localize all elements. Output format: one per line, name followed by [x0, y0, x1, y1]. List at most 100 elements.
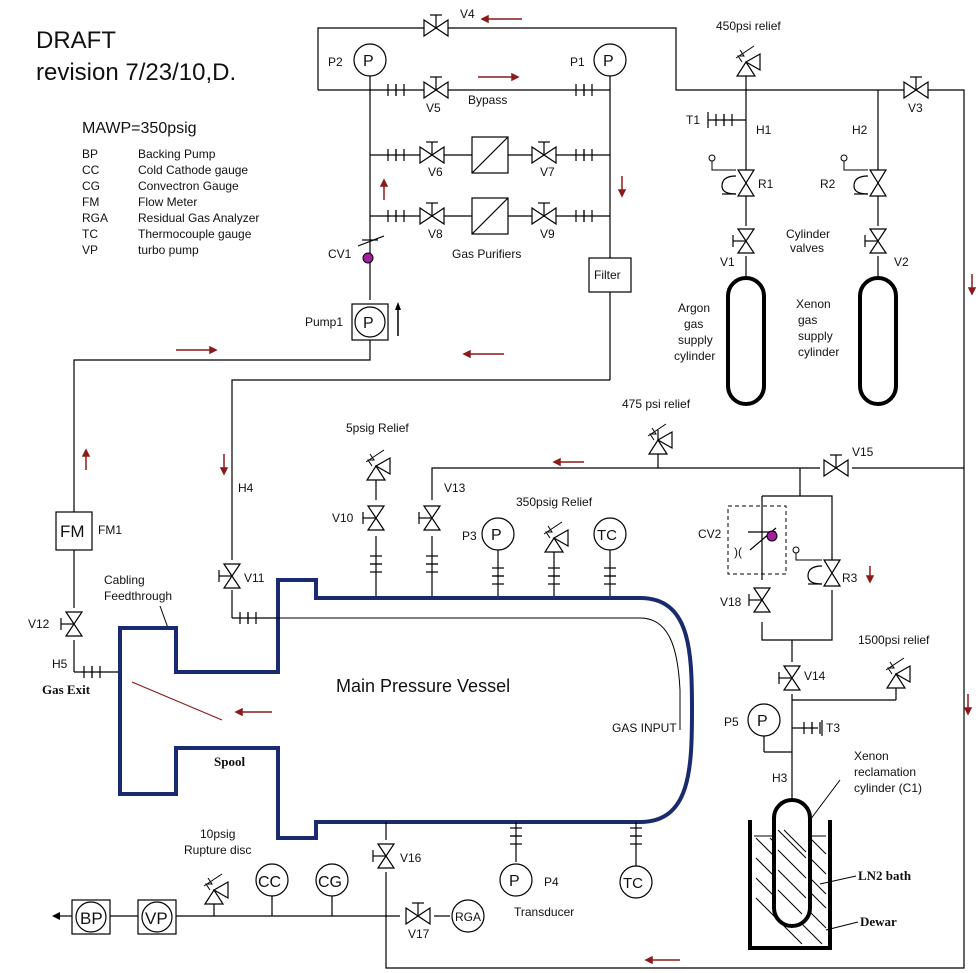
v8-label: V8 [428, 227, 443, 241]
v12-label: V12 [28, 617, 50, 631]
draft-title: DRAFT [36, 27, 116, 54]
p1-symbol: P [603, 53, 614, 70]
xenon-recl-label: Xenon [854, 749, 889, 763]
regulator-r1 [708, 154, 756, 197]
v7-label: V7 [540, 165, 555, 179]
relief450-label: 450psi relief [716, 19, 781, 33]
valve-v10 [362, 505, 385, 531]
spool-label: Spool [214, 754, 245, 769]
filter [588, 257, 632, 293]
v18-label: V18 [720, 595, 742, 609]
legend-desc: Convectron Gauge [138, 179, 239, 193]
xenon-label: gas [798, 313, 817, 327]
valve-v14 [778, 665, 801, 691]
xenon-label: supply [798, 329, 833, 343]
p2-label: P2 [328, 55, 343, 69]
v17-label: V17 [408, 927, 430, 941]
cabling-label: Cabling [104, 573, 145, 587]
xenon-recl-label: reclamation [854, 765, 916, 779]
t1-label: T1 [686, 113, 700, 127]
v15-label: V15 [852, 445, 874, 459]
vessel-header-piping [375, 430, 897, 800]
v1-label: V1 [720, 255, 735, 269]
r2-label: R2 [820, 177, 836, 191]
valve-v9 [531, 202, 557, 225]
filter-label: Filter [594, 268, 621, 282]
p2-symbol: P [363, 53, 374, 70]
check-valve-cv1 [357, 235, 385, 264]
flow-arrows [81, 14, 977, 965]
argon-label: supply [678, 333, 713, 347]
v11-label: V11 [244, 571, 265, 585]
legend-desc: Thermocouple gauge [138, 227, 252, 241]
fm1-label: FM1 [98, 523, 122, 537]
relief-450psi [735, 45, 761, 77]
v5-label: V5 [426, 101, 441, 115]
valve-v11 [218, 563, 241, 589]
p5-label: P5 [724, 715, 739, 729]
xenon-label: Xenon [796, 297, 831, 311]
relief5-label: 5psig Relief [346, 421, 409, 435]
vp-symbol: VP [145, 909, 168, 928]
gas-input-label: GAS INPUT [612, 721, 677, 735]
bp-symbol: BP [80, 909, 103, 928]
legend-abbr: FM [82, 195, 99, 209]
h4-label: H4 [238, 481, 254, 495]
valve-v13 [418, 505, 441, 531]
legend-abbr: BP [82, 147, 98, 161]
valve-v15 [823, 454, 849, 477]
v2-label: V2 [894, 255, 909, 269]
regulator-r2 [840, 154, 888, 197]
relief-350psig [543, 521, 569, 553]
v3-label: V3 [908, 101, 923, 115]
check-valve-cv2: )( [734, 527, 778, 559]
v14-label: V14 [804, 669, 826, 683]
cylinder-valves-label: Cylinder [786, 227, 830, 241]
pump1-symbol: P [363, 315, 374, 332]
valve-v1 [732, 228, 755, 254]
cv2-label: CV2 [698, 527, 722, 541]
relief475-label: 475 psi relief [622, 397, 691, 411]
gas-purifiers-label: Gas Purifiers [452, 247, 521, 261]
p4-symbol: P [509, 873, 520, 890]
h3-label: H3 [772, 771, 788, 785]
valve-v6 [419, 141, 445, 164]
cabling-label: Feedthrough [104, 589, 172, 603]
v4-label: V4 [460, 7, 475, 21]
v13-label: V13 [444, 481, 466, 495]
legend-abbr: VP [82, 243, 98, 257]
dewar-label: Dewar [860, 914, 897, 929]
tc-symbol: TC [623, 875, 643, 892]
legend-desc: Cold Cathode gauge [138, 163, 248, 177]
argon-label: Argon [678, 301, 710, 315]
valve-v4 [423, 14, 449, 37]
legend-abbr: CG [82, 179, 100, 193]
rupture-label: 10psig [200, 827, 235, 841]
rupture-disc [203, 873, 229, 905]
relief1500-label: 1500psi relief [858, 633, 930, 647]
xenon-cylinder [858, 276, 898, 406]
h1-label: H1 [756, 123, 772, 137]
valve-v8 [419, 202, 445, 225]
valve-v7 [531, 141, 557, 164]
revision-label: revision 7/23/10,D. [36, 59, 236, 86]
valve-v2 [864, 228, 887, 254]
rupture-label: Rupture disc [184, 843, 251, 857]
valve-v12 [60, 611, 83, 637]
cv1-label: CV1 [328, 247, 352, 261]
valve-v17 [405, 902, 431, 925]
relief-1500psi [885, 657, 911, 689]
h2-label: H2 [852, 123, 868, 137]
v6-label: V6 [428, 165, 443, 179]
v16-label: V16 [400, 851, 422, 865]
r3-label: R3 [842, 571, 858, 585]
cylinder-valves-label: valves [790, 241, 824, 255]
tc-symbol: TC [597, 527, 617, 544]
main-pressure-vessel [118, 578, 695, 840]
transducer-label: Transducer [514, 905, 574, 919]
legend-desc: turbo pump [138, 243, 199, 257]
relief-475psi [647, 423, 673, 455]
p1-label: P1 [570, 55, 585, 69]
relief-5psig [365, 449, 391, 481]
